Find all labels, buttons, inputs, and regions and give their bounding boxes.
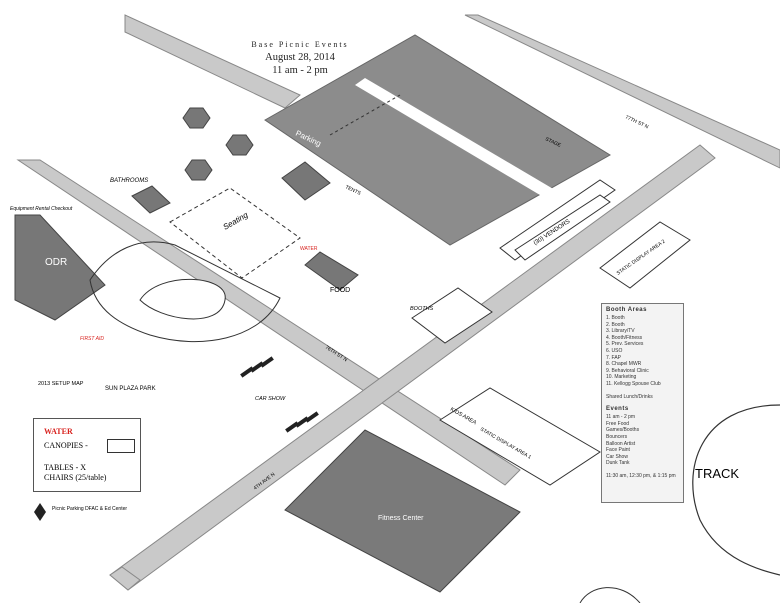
legend-box: WATER CANOPIES - TABLES - X CHAIRS (25/t…	[33, 418, 141, 492]
label-picnic-parking: Picnic Parking DFAC & Ed Center	[52, 506, 127, 512]
event-item: Free Food	[606, 420, 630, 427]
seating-area	[169, 187, 301, 279]
label-bathrooms: BATHROOMS	[110, 178, 148, 184]
pavilion-1	[182, 107, 211, 129]
booth-item: 1. Booth	[606, 315, 625, 321]
booth-item: 11. Kellogg Spouse Club	[606, 380, 661, 387]
legend-tables-text: TABLES - X	[44, 463, 87, 472]
booth-item: 5. Prev. Services	[606, 341, 644, 348]
booth-item: 6. USO	[606, 347, 623, 354]
odr-building	[14, 214, 106, 321]
booth-note: Shared Lunch/Drinks	[606, 393, 653, 400]
legend-canopy-icon	[107, 439, 135, 453]
legend-canopies: CANOPIES -	[44, 441, 88, 450]
parking-lot	[264, 34, 611, 246]
label-equipment: Equipment Rental Checkout	[10, 206, 73, 212]
label-track: TRACK	[695, 466, 739, 481]
bathroom-building	[131, 185, 171, 214]
title-line-1: Base Picnic Events	[251, 40, 349, 49]
booth-item: 3. Library/TV	[606, 328, 635, 335]
map-title: Base Picnic Events August 28, 2014 11 am…	[200, 38, 400, 77]
vendors-area	[499, 179, 616, 261]
label-first-aid: FIRST AID	[80, 336, 104, 342]
booth-item: 2. Booth	[606, 321, 625, 328]
booth-item: 10. Marketing	[606, 374, 637, 381]
pavilion-3	[184, 159, 213, 181]
car-4	[285, 421, 299, 433]
label-sun-plaza: SUN PLAZA PARK	[105, 386, 156, 392]
road-bottom-left	[109, 566, 141, 591]
booth-item: 7. FAP	[606, 354, 622, 361]
event-item: Face Paint	[606, 447, 630, 454]
road-76th-st-n	[16, 159, 521, 486]
legend-water: WATER	[44, 427, 73, 436]
booth-areas-panel: Booth Areas 1. Booth 2. Booth 3. Library…	[601, 303, 684, 503]
booth-item: 4. Booth/Fitness	[606, 334, 643, 341]
car-5	[295, 416, 309, 428]
event-item: Balloon Artist	[606, 440, 636, 447]
label-setup-map: 2013 SETUP MAP	[38, 381, 84, 387]
park-outline	[89, 241, 281, 343]
label-77th: 77TH ST N	[624, 114, 649, 130]
food-building	[304, 251, 359, 291]
title-line-3: 11 am - 2 pm	[272, 65, 328, 76]
vendors-box	[514, 194, 611, 261]
label-tents: TENTS	[344, 184, 362, 197]
pavilions	[182, 107, 254, 181]
legend-chairs-text: CHAIRS (25/table)	[44, 473, 107, 482]
label-fitness: Fitness Center	[378, 515, 424, 522]
title-line-2: August 28, 2014	[265, 52, 335, 63]
event-item: 11 am - 2 pm	[606, 414, 636, 421]
car-1	[240, 366, 254, 378]
label-water: WATER	[300, 246, 318, 252]
parking-arrow	[34, 503, 46, 521]
road-77th-st-n	[464, 14, 780, 169]
event-item: Car Show	[606, 453, 628, 460]
car-2	[250, 361, 264, 373]
event-item: Bouncers	[606, 433, 628, 440]
running-track	[692, 404, 780, 576]
bottom-curve	[579, 587, 641, 603]
roads	[16, 14, 780, 591]
event-item: Games/Booths	[606, 427, 640, 434]
booth-item: 9. Behavioral Clinic	[606, 367, 649, 374]
events-heading: Events	[606, 406, 629, 413]
label-odr: ODR	[45, 257, 67, 268]
event-item: Dunk Tank	[606, 460, 630, 467]
booth-areas-heading: Booth Areas	[606, 307, 647, 313]
pavilion-2	[225, 134, 254, 156]
parking-divider	[329, 94, 401, 136]
label-car-show: CAR SHOW	[255, 396, 286, 402]
label-seating: Seating	[222, 210, 250, 232]
legend-tables: TABLES - X CHAIRS (25/table)	[44, 463, 106, 483]
shelter-building	[281, 161, 331, 201]
static-display-area-1	[439, 387, 601, 486]
label-booths: BOOTHS	[410, 306, 434, 312]
car-6	[305, 411, 319, 423]
booths-area	[411, 287, 493, 344]
static-display-area	[599, 221, 691, 289]
booth-item: 8. Chapel MWR	[606, 361, 642, 368]
label-food: FOOD	[330, 287, 350, 294]
car-show-marks	[240, 356, 319, 433]
car-3	[260, 356, 274, 368]
road-top-left	[124, 14, 301, 109]
park-path	[139, 278, 226, 320]
parking-lane	[355, 78, 555, 198]
event-times: 11:30 am, 12:30 pm, & 1:15 pm	[606, 472, 676, 479]
fitness-center-building	[284, 429, 521, 593]
